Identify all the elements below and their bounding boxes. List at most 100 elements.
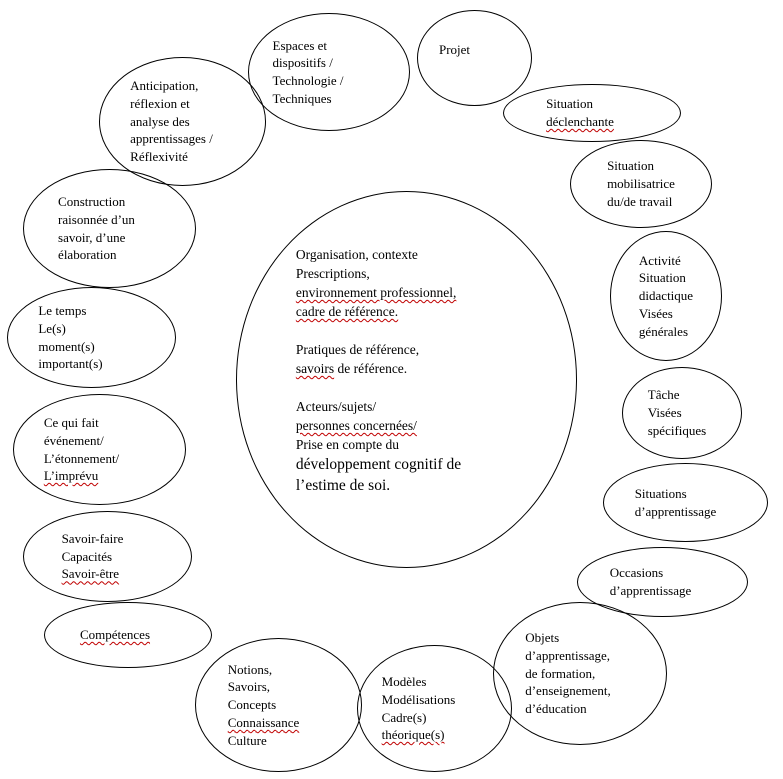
- center-line: Organisation, contexte: [295, 247, 418, 262]
- node-projet: Projet: [417, 10, 532, 106]
- node-line: Notions,: [227, 661, 273, 677]
- node-savoir-faire-capacites: Savoir-faire Capacités Savoir-être: [23, 511, 192, 602]
- node-line: Espaces et: [272, 37, 328, 53]
- node-line: théorique(s): [381, 727, 445, 743]
- node-le-temps-moments: Le temps Le(s) moment(s) important(s): [7, 287, 176, 388]
- node-ce-qui-fait-evenement: Ce qui fait événement/ L’étonnement/ L’i…: [13, 394, 186, 505]
- node-line: Situation: [546, 96, 594, 112]
- node-line: générales: [638, 323, 689, 339]
- node-text: Situation mobilisatrice du/de travail: [607, 157, 675, 210]
- node-situation-mobilisatrice: Situation mobilisatrice du/de travail: [570, 140, 712, 228]
- node-text: Tâche Visées spécifiques: [648, 386, 716, 439]
- node-line: L’étonnement/: [43, 450, 120, 466]
- center-line: développement cognitif de: [295, 456, 462, 473]
- node-line: d’enseignement,: [525, 683, 611, 699]
- node-line: Culture: [227, 732, 267, 748]
- node-line: Cadre(s): [381, 709, 427, 725]
- node-line: moment(s): [38, 338, 95, 354]
- node-line: Situations: [634, 485, 687, 501]
- node-line: Connaissance: [227, 714, 300, 730]
- node-line: Tâche: [647, 387, 680, 403]
- node-text: Le temps Le(s) moment(s) important(s): [38, 302, 144, 373]
- node-line: Visées: [647, 405, 682, 421]
- node-line: Réflexivité: [130, 149, 188, 164]
- center-line: Prescriptions,: [295, 266, 370, 281]
- node-line: Activité: [638, 252, 681, 268]
- node-line: Projet: [438, 42, 471, 58]
- node-line: Occasions: [609, 565, 664, 581]
- node-tache-visees-specifiques: Tâche Visées spécifiques: [622, 367, 742, 459]
- node-line: du/de travail: [607, 193, 673, 209]
- node-anticipation-reflexivite: Anticipation, réflexion et analyse des a…: [99, 57, 266, 186]
- node-line: Anticipation,: [130, 78, 199, 94]
- node-line: déclenchante: [546, 114, 614, 129]
- node-line: d’apprentissage: [634, 503, 717, 519]
- spacer: [296, 378, 461, 397]
- center-line: environnement professionnel,: [295, 285, 457, 300]
- node-text: Compétences: [80, 626, 176, 644]
- misspelled-word: savoirs: [295, 361, 335, 376]
- center-line: Acteurs/sujets/: [295, 399, 377, 414]
- node-line: raisonnée d’un: [58, 211, 135, 227]
- node-text: Ce qui fait événement/ L’étonnement/ L’i…: [44, 414, 155, 485]
- node-text: Situation déclenchante: [546, 95, 638, 130]
- node-modeles-modelisations: Modèles Modélisations Cadre(s) théorique…: [357, 645, 512, 772]
- center-line: personnes concernées/: [295, 418, 417, 433]
- node-line: important(s): [38, 356, 103, 372]
- node-line: Modélisations: [381, 691, 456, 707]
- node-text: Occasions d’apprentissage: [610, 564, 716, 599]
- node-text: Projet: [439, 41, 510, 75]
- node-construction-raisonnee: Construction raisonnée d’un savoir, d’un…: [23, 169, 196, 288]
- center-ellipse: Organisation, contexte Prescriptions, en…: [236, 191, 577, 568]
- node-line: savoir, d’une: [58, 229, 126, 245]
- spacer: [296, 321, 461, 340]
- node-line: Situation: [607, 158, 655, 174]
- node-line: apprentissages /: [130, 131, 213, 147]
- node-line: Le(s): [38, 320, 66, 336]
- node-line: Savoirs,: [227, 679, 270, 695]
- node-situation-declenchante: Situation déclenchante: [503, 84, 681, 142]
- node-text: Savoir-faire Capacités Savoir-être: [62, 530, 154, 583]
- node-line: Compétences: [79, 627, 151, 643]
- node-text: Activité Situation didactique Visées gén…: [639, 252, 693, 340]
- center-text: Organisation, contexte Prescriptions, en…: [296, 245, 517, 514]
- node-line: Techniques: [272, 90, 332, 106]
- center-line: cadre de référence.: [295, 304, 399, 319]
- node-line: Objets: [525, 630, 560, 646]
- node-line: Technologie /: [272, 73, 344, 88]
- node-objets-apprentissage: Objets d’apprentissage, de formation, d’…: [493, 602, 667, 745]
- node-occasions-apprentissage: Occasions d’apprentissage: [577, 547, 748, 617]
- node-notions-savoirs-concepts: Notions, Savoirs, Concepts Connaissance …: [195, 638, 362, 772]
- node-line: Capacités: [61, 548, 113, 564]
- node-line: dispositifs /: [272, 55, 333, 71]
- center-line-rest: de référence.: [334, 361, 408, 376]
- node-line: de formation,: [525, 665, 596, 681]
- node-text: Modèles Modélisations Cadre(s) théorique…: [382, 673, 488, 744]
- node-activite-situation-didactique: Activité Situation didactique Visées gén…: [610, 231, 722, 361]
- node-situations-apprentissage: Situations d’apprentissage: [603, 463, 768, 542]
- node-line: Le temps: [38, 303, 87, 319]
- node-line: Ce qui fait: [43, 415, 99, 431]
- node-line: Savoir-être: [61, 566, 120, 582]
- node-text: Notions, Savoirs, Concepts Connaissance …: [228, 661, 329, 749]
- node-line: Construction: [58, 194, 126, 210]
- node-line: didactique: [638, 288, 694, 304]
- center-line: Prise en compte du: [295, 437, 399, 452]
- node-line: Concepts: [227, 697, 277, 713]
- node-espaces-dispositifs: Espaces et dispositifs / Technologie / T…: [248, 13, 410, 131]
- node-line: d’apprentissage: [609, 583, 692, 598]
- center-line: savoirs de référence.: [296, 359, 461, 378]
- node-line: d’éducation: [525, 701, 587, 716]
- node-line: Savoir-faire: [61, 530, 124, 546]
- node-line: analyse des: [130, 113, 190, 129]
- center-line: Pratiques de référence,: [295, 342, 420, 357]
- node-line: mobilisatrice: [607, 176, 675, 192]
- node-text: Espaces et dispositifs / Technologie / T…: [273, 37, 386, 108]
- node-text: Anticipation, réflexion et analyse des a…: [130, 77, 235, 165]
- node-line: Situation: [638, 270, 686, 286]
- node-text: Objets d’apprentissage, de formation, d’…: [525, 629, 635, 717]
- node-line: Visées: [638, 305, 673, 321]
- center-line: l’estime de soi.: [295, 477, 391, 494]
- node-line: réflexion et: [130, 95, 190, 111]
